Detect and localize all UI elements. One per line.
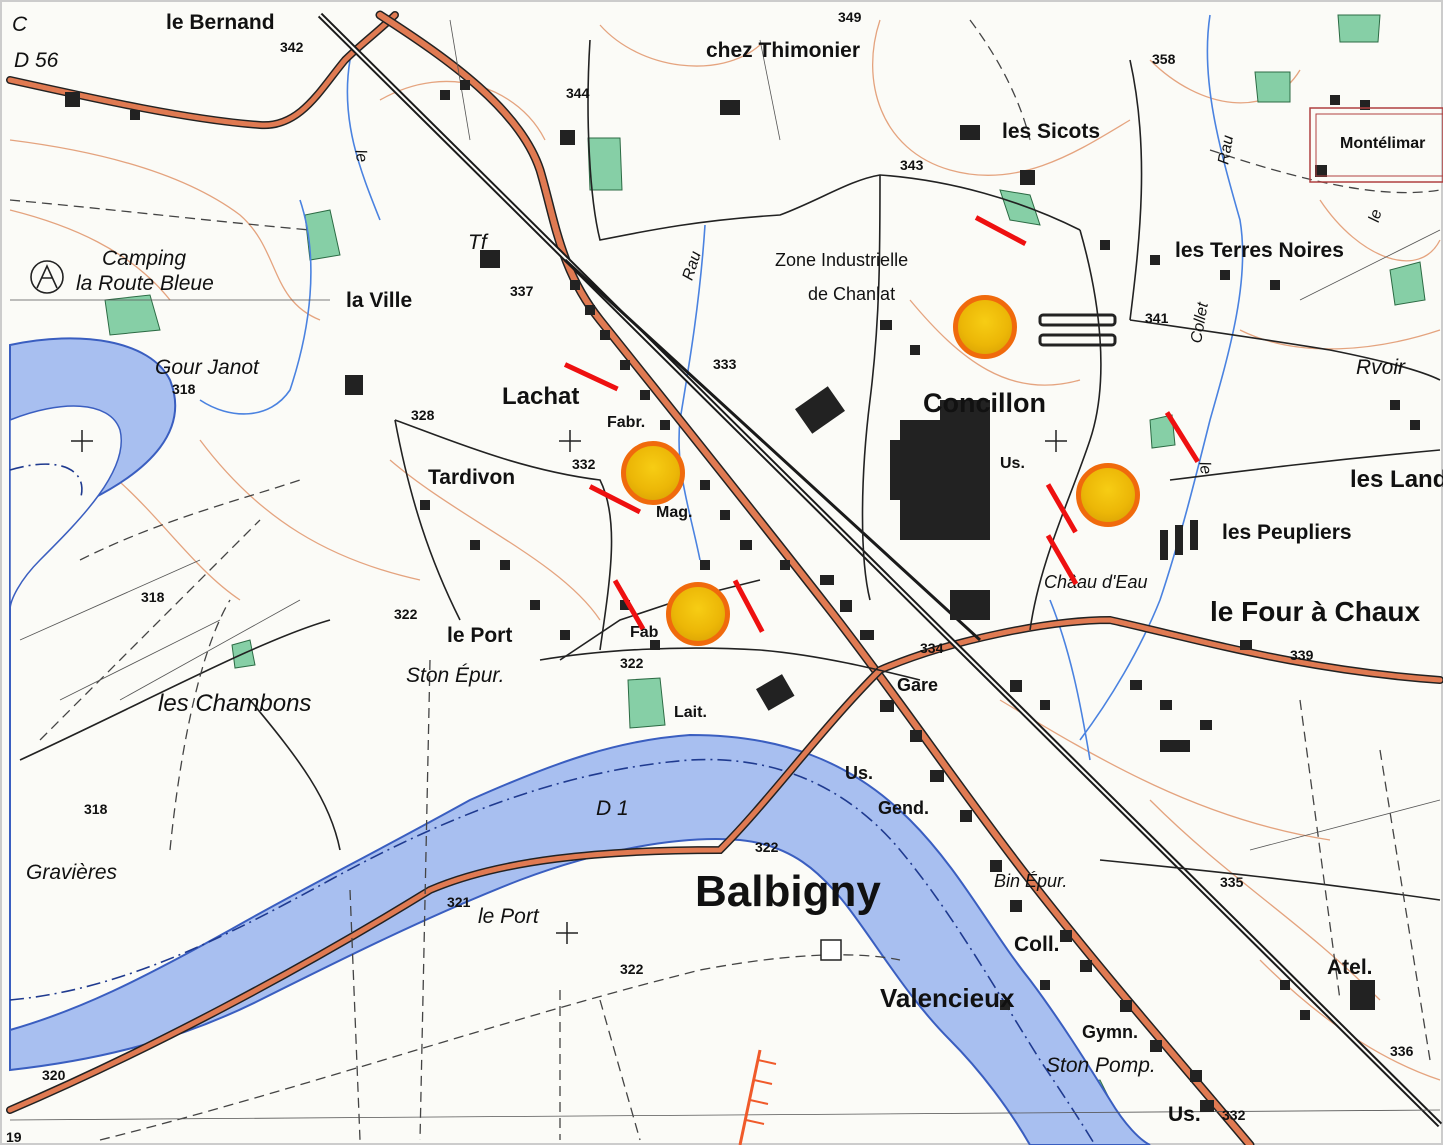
survey-crosses	[71, 430, 1067, 944]
elevation-334: 334	[920, 640, 944, 656]
elevation-318-b: 318	[141, 589, 165, 605]
label-gare: Gare	[897, 675, 939, 695]
label-gend: Gend.	[878, 798, 930, 818]
label-les-terres-noires: les Terres Noires	[1175, 239, 1344, 262]
elevation-19: 19	[6, 1129, 22, 1145]
label-ston-pomp: Ston Pomp.	[1046, 1054, 1156, 1077]
label-y-edge: C	[12, 13, 28, 36]
label-gravieres: Gravières	[26, 861, 118, 884]
elevation-341: 341	[1145, 310, 1169, 326]
elevation-333: 333	[713, 356, 737, 372]
label-la-route-bleue: la Route Bleue	[76, 272, 214, 295]
label-tf: Tf	[468, 231, 487, 254]
railway	[317, 12, 1443, 1128]
elevation-335: 335	[1220, 874, 1244, 890]
label-bin-epur: Bin Épur.	[994, 871, 1068, 891]
primary-roads	[6, 10, 1443, 1145]
label-balbigny: Balbigny	[695, 867, 881, 916]
streams	[199, 14, 1244, 761]
elevation-322-a: 322	[394, 606, 418, 622]
marker-concillon[interactable]	[953, 295, 1017, 359]
label-les-chambons: les Chambons	[158, 690, 312, 717]
elevation-321: 321	[447, 894, 471, 910]
label-d1: D 1	[596, 797, 629, 820]
marker-le-port[interactable]	[666, 582, 730, 646]
label-coll: Coll.	[1014, 933, 1060, 956]
label-de-chanlat: de Chanlat	[808, 284, 896, 304]
elevation-332-b: 332	[1222, 1107, 1246, 1123]
buildings	[65, 92, 1375, 1010]
label-les-landes: les Land	[1350, 466, 1443, 493]
elevation-318-a: 318	[172, 381, 196, 397]
montelimar-box	[1309, 107, 1443, 183]
elevation-344: 344	[566, 85, 590, 101]
label-camping: Camping	[102, 247, 187, 270]
label-us-2: Us.	[845, 763, 874, 783]
label-concillon: Concillon	[923, 388, 1046, 418]
label-us-3: Us.	[1168, 1103, 1201, 1126]
elevation-332-a: 332	[572, 456, 596, 472]
label-les-peupliers: les Peupliers	[1222, 521, 1352, 544]
label-rvoir: Rvoir	[1356, 356, 1406, 379]
elevation-328: 328	[411, 407, 435, 423]
elevation-339: 339	[1290, 647, 1314, 663]
elevation-318-c: 318	[84, 801, 108, 817]
label-tardivon: Tardivon	[428, 466, 516, 489]
label-zone-industrielle: Zone Industrielle	[775, 250, 909, 270]
elevation-337: 337	[510, 283, 534, 299]
label-ston-epur: Ston Épur.	[406, 664, 505, 687]
label-le-port-2: le Port	[478, 905, 539, 928]
elevation-349: 349	[838, 9, 862, 25]
elevation-358: 358	[1152, 51, 1176, 67]
label-fabr: Fabr.	[607, 414, 646, 431]
label-lachat: Lachat	[502, 383, 580, 410]
label-le-port-1: le Port	[447, 624, 513, 647]
paths	[9, 19, 1441, 1141]
camping-symbol	[30, 260, 64, 294]
label-montelimar: Montélimar	[1340, 135, 1426, 152]
label-le-bernand: le Bernand	[166, 11, 275, 34]
label-la-ville: la Ville	[346, 289, 413, 312]
label-les-sicots: les Sicots	[1002, 120, 1101, 143]
label-d56: D 56	[14, 49, 59, 72]
elevation-320: 320	[42, 1067, 66, 1083]
c-box-frame	[820, 939, 842, 961]
marker-lachat[interactable]	[621, 441, 685, 505]
elevation-343: 343	[900, 157, 924, 173]
label-mag: Mag.	[656, 504, 693, 521]
label-fab: Fab	[630, 624, 659, 641]
label-gour-janot: Gour Janot	[155, 356, 259, 379]
label-le-four-a-chaux: le Four à Chaux	[1210, 596, 1421, 627]
loire-river	[9, 337, 1151, 1145]
label-chez-thimonier: chez Thimonier	[706, 39, 861, 62]
power-line	[738, 1049, 762, 1145]
town-dots	[130, 80, 1420, 1112]
elevation-322-d: 322	[620, 961, 644, 977]
marker-les-peupliers[interactable]	[1076, 463, 1140, 527]
label-valencieux: Valencieux	[880, 983, 1015, 1013]
label-gymn: Gymn.	[1082, 1022, 1139, 1042]
label-lait: Lait.	[674, 704, 707, 721]
label-us-1: Us.	[1000, 455, 1025, 472]
elevation-322-c: 322	[755, 839, 779, 855]
label-atel: Atel.	[1327, 956, 1373, 979]
elevation-342: 342	[280, 39, 304, 55]
label-chau-d-eau: Châau d'Eau	[1044, 572, 1148, 592]
elevation-322-b: 322	[620, 655, 644, 671]
elevation-336: 336	[1390, 1043, 1414, 1059]
